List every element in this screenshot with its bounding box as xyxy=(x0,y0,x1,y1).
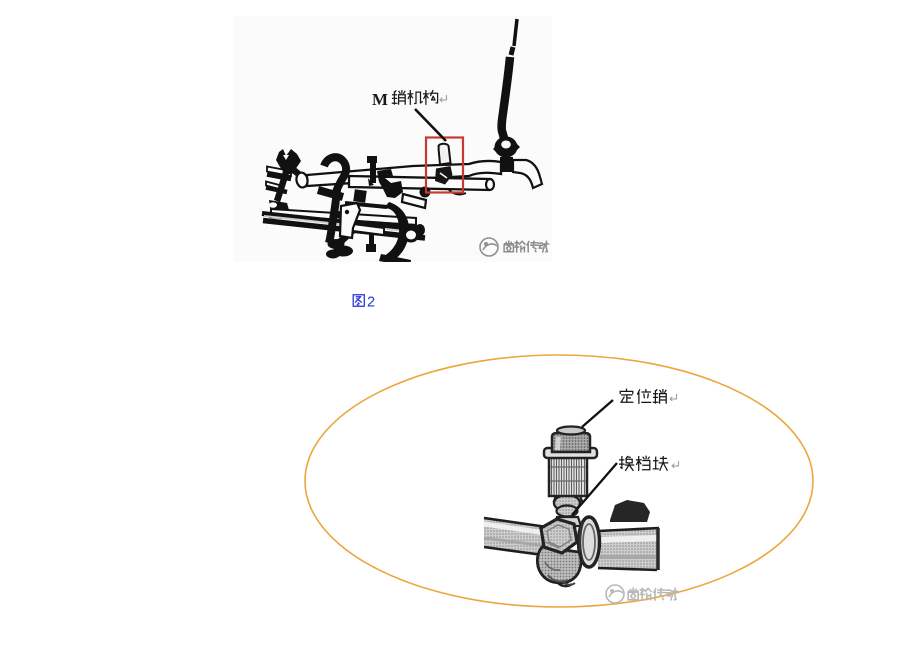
svg-text:M: M xyxy=(372,90,388,109)
svg-text:2: 2 xyxy=(367,295,375,311)
